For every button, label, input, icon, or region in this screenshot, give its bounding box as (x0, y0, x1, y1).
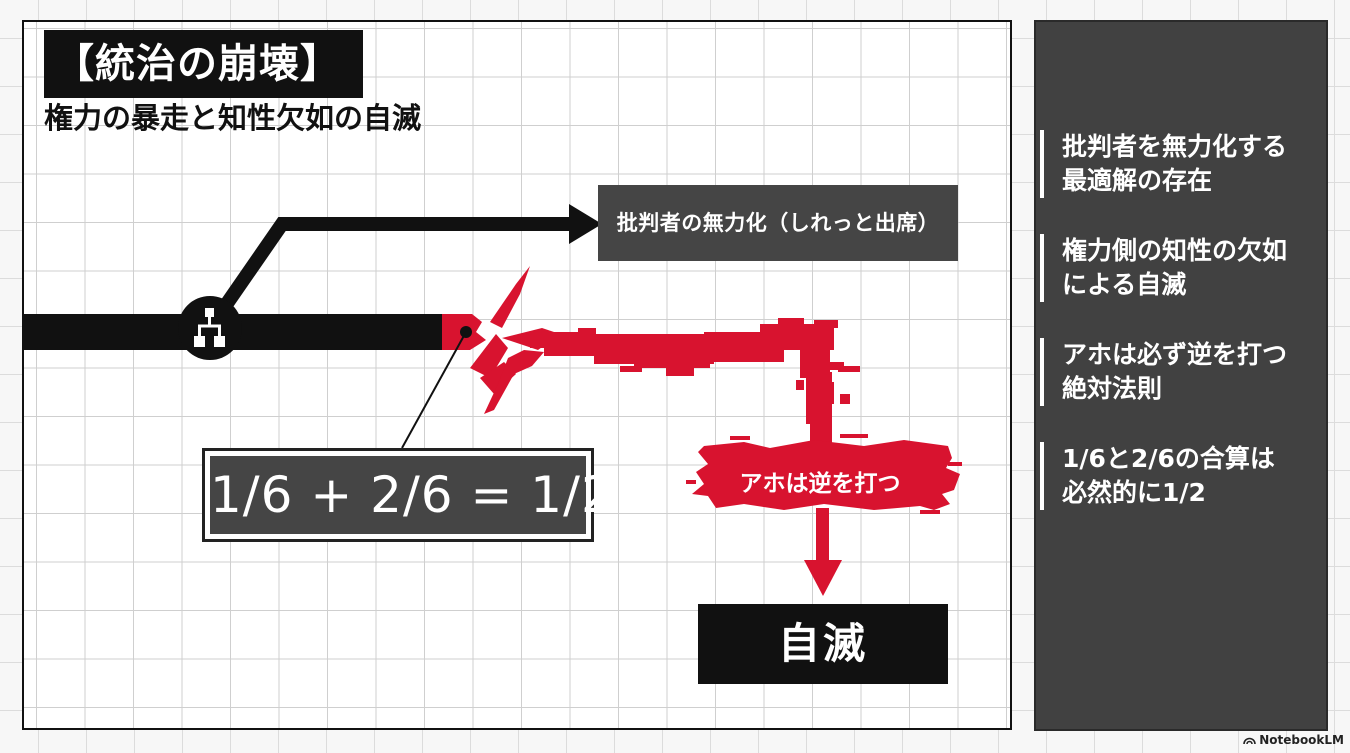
broken-red-path (442, 266, 962, 514)
sidebar-item-line: 最適解の存在 (1062, 166, 1213, 195)
sidebar-item-line: 1/6と2/6の合算は (1062, 444, 1275, 473)
notebooklm-logo-icon (1243, 737, 1256, 745)
sidebar-item-line: 絶対法則 (1062, 374, 1163, 403)
down-arrow-head (804, 560, 842, 596)
branch-node (178, 296, 242, 360)
sidebar-item: 批判者を無力化する 最適解の存在 (1040, 130, 1332, 198)
down-arrow-shaft (816, 508, 829, 564)
sidebar-item-line: 批判者を無力化する (1062, 132, 1288, 161)
summary-sidebar: 批判者を無力化する 最適解の存在 権力側の知性の欠如 による自滅 アホは必ず逆を… (1034, 20, 1328, 731)
sidebar-item: 権力側の知性の欠如 による自滅 (1040, 234, 1332, 302)
sidebar-item-line: アホは必ず逆を打つ (1062, 340, 1288, 369)
lower-branch-label: アホは逆を打つ (739, 471, 901, 497)
brand-name: NotebookLM (1259, 733, 1344, 747)
page-title: 【統治の崩壊】 (44, 30, 363, 98)
sidebar-item: 1/6と2/6の合算は 必然的に1/2 (1040, 442, 1332, 510)
page-subtitle: 権力の暴走と知性欠如の自滅 (44, 101, 422, 135)
sidebar-item-line: 必然的に1/2 (1062, 478, 1206, 507)
brand-watermark: NotebookLM (1243, 733, 1344, 747)
sidebar-item-line: による自滅 (1062, 270, 1187, 299)
branch-split-icon (194, 308, 225, 347)
upper-branch-label: 批判者の無力化（しれっと出席） (598, 185, 958, 261)
sidebar-item-line: 権力側の知性の欠如 (1062, 236, 1288, 265)
upper-branch-arrowhead (569, 204, 602, 244)
equation-connector-dot (460, 326, 472, 338)
upper-branch-path (204, 217, 579, 332)
result-box: 自滅 (698, 604, 948, 684)
equation-box: 1/6 + 2/6 = 1/2 (202, 448, 613, 542)
sidebar-item: アホは必ず逆を打つ 絶対法則 (1040, 338, 1332, 406)
equation-connector-line (401, 331, 467, 449)
equation-text: 1/6 + 2/6 = 1/2 (210, 456, 613, 534)
diagram-panel: 【統治の崩壊】 権力の暴走と知性欠如の自滅 (22, 20, 1012, 730)
